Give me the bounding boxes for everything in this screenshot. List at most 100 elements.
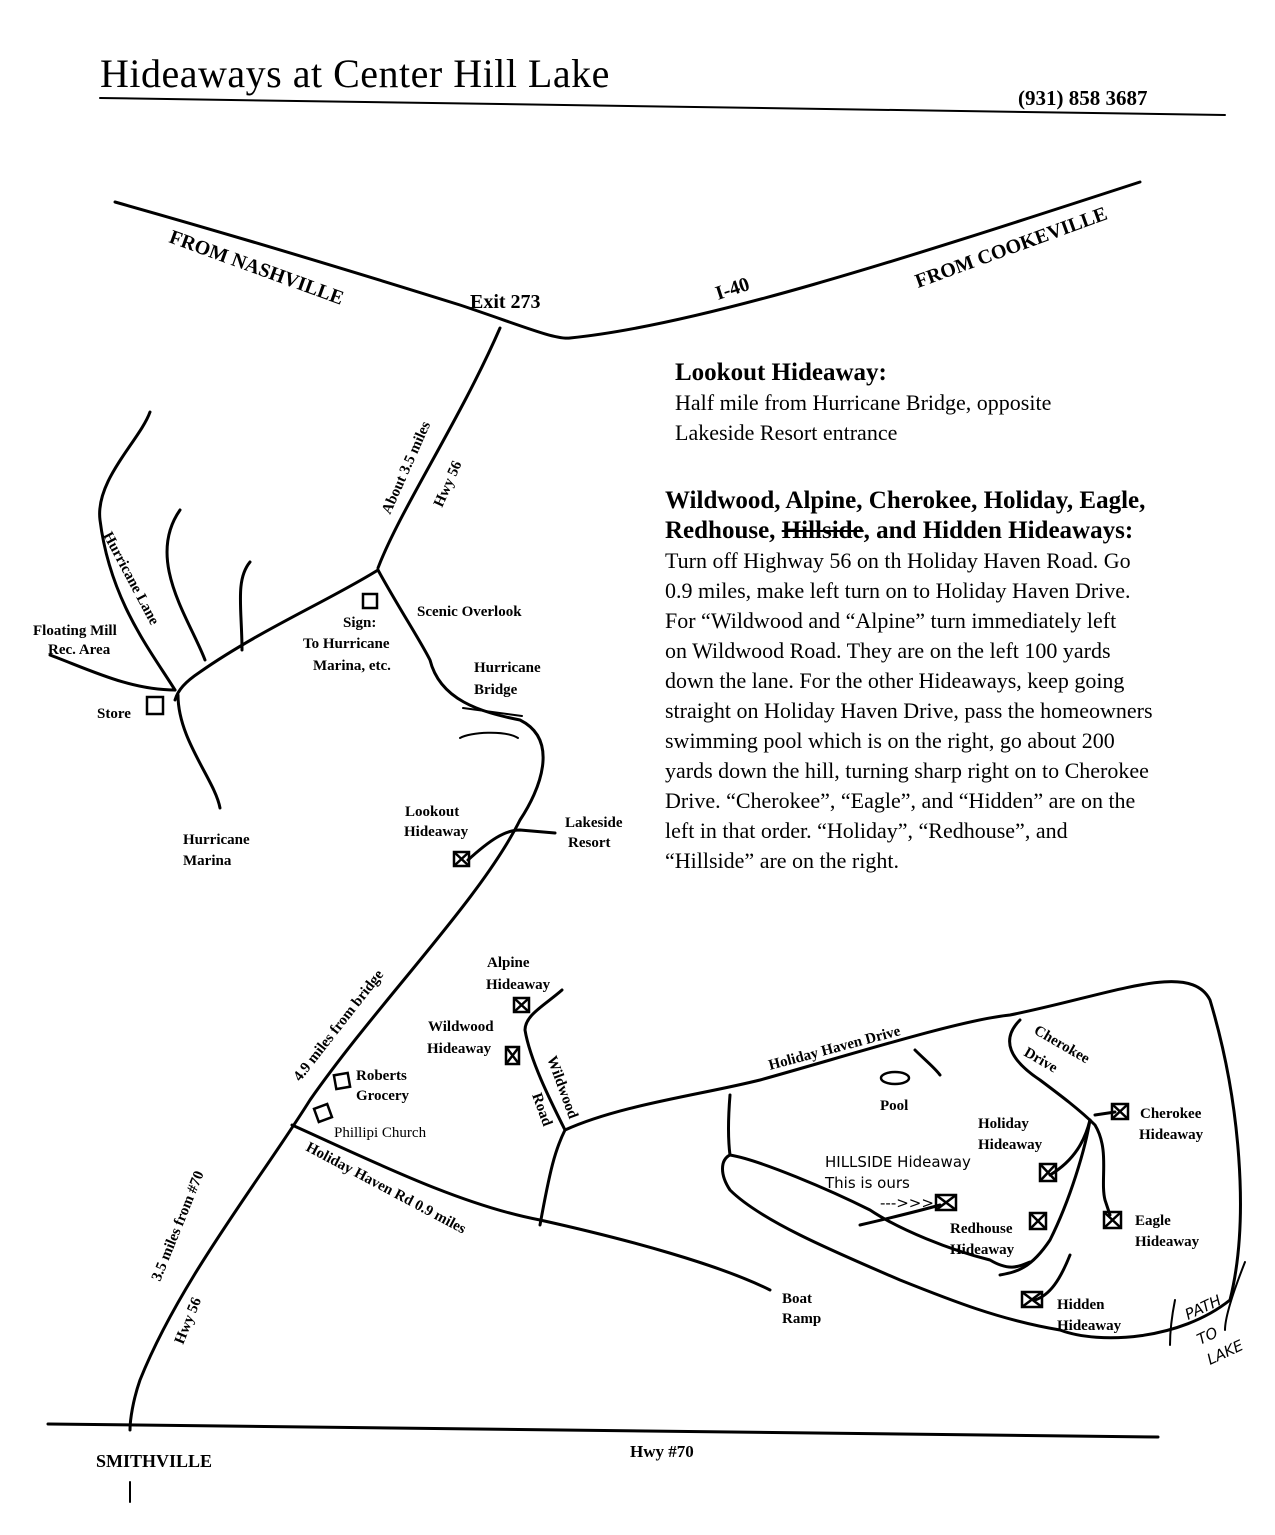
lookout-line: Half mile from Hurricane Bridge, opposit… bbox=[675, 390, 1052, 415]
label-about-miles: About 3.5 miles bbox=[379, 419, 434, 517]
cherokee-drive bbox=[1008, 1018, 1112, 1217]
path-to-lake-2 bbox=[1169, 1299, 1176, 1346]
label-store: Store bbox=[97, 706, 131, 722]
hwy70-road bbox=[46, 1422, 1160, 1439]
label-ramp: Ramp bbox=[782, 1311, 821, 1327]
label-from-nashville: FROM NASHVILLE bbox=[166, 226, 346, 310]
sign-icon bbox=[361, 592, 379, 610]
lookout-heading: Lookout Hideaway: bbox=[675, 359, 887, 386]
label-lookout: Lookout bbox=[405, 804, 459, 820]
alpine-hideaway-icon bbox=[512, 996, 531, 1014]
label-from-cookeville: FROM COOKEVILLE bbox=[912, 203, 1110, 293]
marina-road bbox=[173, 568, 380, 702]
lookout-info: Lookout Hideaway: Half mile from Hurrica… bbox=[675, 358, 1051, 448]
inner-loop-start bbox=[727, 1093, 732, 1157]
redhouse-spur bbox=[998, 1118, 1092, 1277]
floating-mill-road bbox=[48, 653, 177, 692]
path-to-lake bbox=[1224, 1261, 1246, 1331]
pool-shape bbox=[879, 1070, 911, 1086]
marina-south-road bbox=[176, 693, 222, 810]
label-road: Road bbox=[528, 1091, 555, 1129]
branch-2 bbox=[238, 560, 252, 652]
lookout-spur bbox=[466, 828, 557, 862]
label-sign-3: Marina, etc. bbox=[313, 658, 391, 674]
directions-line: 0.9 miles, make left turn on to Holiday … bbox=[665, 578, 1131, 603]
label-scenic-overlook: Scenic Overlook bbox=[417, 604, 522, 620]
label-wildwood-hideaway: Hideaway bbox=[427, 1041, 492, 1057]
directions-line: down the lane. For the other Hideaways, … bbox=[665, 668, 1125, 693]
label-hwy56-top: Hwy 56 bbox=[431, 458, 466, 509]
label-this-is-ours: This is ours bbox=[824, 1174, 910, 1192]
label-hwy70: Hwy #70 bbox=[630, 1442, 694, 1461]
label-holiday-haven-drive: Holiday Haven Drive bbox=[767, 1023, 903, 1074]
label-holiday-haven-rd: Holiday Haven Rd 0.9 miles bbox=[303, 1139, 468, 1237]
bridge-lower bbox=[459, 731, 519, 739]
label-hurricane-marina: Hurricane bbox=[183, 832, 250, 848]
label-resort: Resort bbox=[568, 835, 610, 851]
redhouse-hideaway-icon bbox=[1028, 1211, 1048, 1231]
label-alpine: Alpine bbox=[487, 955, 530, 971]
pool-spur bbox=[913, 1048, 942, 1077]
label-exit: Exit 273 bbox=[470, 291, 541, 313]
label-sign: Sign: bbox=[343, 615, 376, 631]
group-heading: Wildwood, Alpine, Cherokee, Holiday, Eag… bbox=[665, 487, 1146, 544]
label-hidden: Hidden bbox=[1057, 1297, 1105, 1313]
holiday-hideaway-icon bbox=[1038, 1162, 1058, 1183]
directions-line: “Hillside” are on the right. bbox=[665, 848, 899, 873]
hwy56-main-road bbox=[128, 568, 545, 1432]
label-phillipi-church: Phillipi Church bbox=[334, 1125, 427, 1141]
label-cherokee-hideaway: Hideaway bbox=[1139, 1127, 1204, 1143]
directions-line: yards down the hill, turning sharp right… bbox=[665, 758, 1149, 783]
label-hidden-hideaway: Hideaway bbox=[1057, 1318, 1122, 1334]
directions-line: on Wildwood Road. They are on the left 1… bbox=[665, 638, 1111, 663]
label-bridge: Bridge bbox=[474, 682, 518, 698]
label-pool: Pool bbox=[880, 1098, 908, 1114]
label-alpine-hideaway: Hideaway bbox=[486, 977, 551, 993]
label-holiday-hideaway: Hideaway bbox=[978, 1137, 1043, 1153]
roberts-grocery-icon bbox=[332, 1071, 352, 1091]
label-floating-mill: Floating Mill bbox=[33, 623, 117, 639]
wildwood-hideaway-icon bbox=[504, 1045, 521, 1066]
label-hurricane-lane: Hurricane Lane bbox=[99, 529, 162, 628]
label-hurricane-bridge: Hurricane bbox=[474, 660, 541, 676]
branch-1 bbox=[165, 508, 207, 662]
label-arrow: --->>> bbox=[880, 1194, 934, 1212]
label-i40: I-40 bbox=[713, 273, 753, 305]
hwy56-north-road bbox=[376, 326, 502, 570]
directions-line: For “Wildwood and “Alpine” turn immediat… bbox=[665, 608, 1117, 633]
group-info: Wildwood, Alpine, Cherokee, Holiday, Eag… bbox=[665, 486, 1265, 876]
label-eagle: Eagle bbox=[1135, 1213, 1171, 1229]
label-boat: Boat bbox=[782, 1291, 812, 1307]
label-roberts: Roberts bbox=[356, 1068, 407, 1084]
label-to: TO bbox=[1194, 1323, 1221, 1348]
label-hillside: HILLSIDE Hideaway bbox=[825, 1153, 971, 1171]
phone-number: (931) 858 3687 bbox=[1018, 86, 1148, 110]
directions-line: Turn off Highway 56 on th Holiday Haven … bbox=[665, 548, 1131, 573]
eagle-hideaway-icon bbox=[1102, 1210, 1123, 1230]
holiday-haven-rd bbox=[290, 1123, 772, 1292]
header-rule bbox=[99, 97, 1226, 116]
label-redhouse: Redhouse bbox=[950, 1221, 1013, 1237]
hurricane-lane bbox=[98, 410, 177, 692]
wildwood-road bbox=[523, 988, 567, 1227]
label-redhouse-hideaway: Hideaway bbox=[950, 1242, 1015, 1258]
cherokee-hideaway-icon bbox=[1110, 1102, 1130, 1121]
label-wildwood: Wildwood bbox=[428, 1019, 494, 1035]
phillipi-church-icon bbox=[312, 1102, 334, 1124]
i40-road bbox=[113, 180, 1142, 340]
page-title: Hideaways at Center Hill Lake bbox=[100, 51, 610, 96]
label-from-bridge: 4.9 miles from bridge bbox=[291, 967, 388, 1085]
label-eagle-hideaway: Hideaway bbox=[1135, 1234, 1200, 1250]
label-lookout-hideaway: Hideaway bbox=[404, 824, 469, 840]
hidden-hideaway-icon bbox=[1020, 1290, 1044, 1309]
label-lakeside: Lakeside bbox=[565, 815, 623, 831]
directions-line: swimming pool which is on the right, go … bbox=[665, 728, 1115, 753]
label-holiday: Holiday bbox=[978, 1116, 1029, 1132]
hillside-spur bbox=[858, 1203, 942, 1227]
lookout-hideaway-icon bbox=[452, 850, 471, 868]
label-marina: Marina bbox=[183, 853, 232, 869]
hillside-hideaway-icon bbox=[934, 1193, 958, 1212]
label-grocery: Grocery bbox=[356, 1088, 410, 1104]
store-icon bbox=[145, 695, 165, 716]
